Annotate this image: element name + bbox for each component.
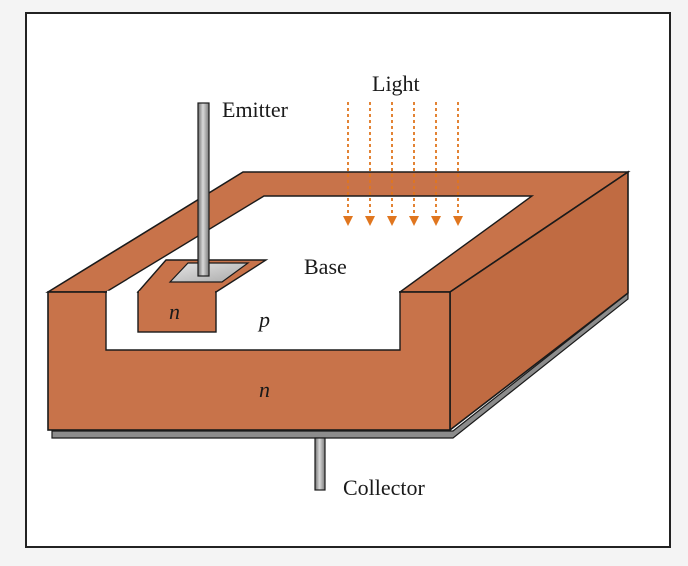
collector-contact-plate xyxy=(51,291,629,439)
collector-label: Collector xyxy=(343,475,426,500)
light-arrowhead-4 xyxy=(409,216,419,226)
emitter-label: Emitter xyxy=(222,97,289,122)
light-arrowhead-3 xyxy=(387,216,397,226)
base-label: Base xyxy=(304,254,347,279)
base-region-label: p xyxy=(257,307,270,332)
light-arrowhead-6 xyxy=(453,216,463,226)
emitter-wire xyxy=(197,102,210,277)
collector-region-label: n xyxy=(259,377,270,402)
emitter-region-label: n xyxy=(169,299,180,324)
light-arrows xyxy=(343,102,463,226)
light-label: Light xyxy=(372,71,420,96)
light-arrowhead-2 xyxy=(365,216,375,226)
light-arrowhead-5 xyxy=(431,216,441,226)
light-arrowhead-1 xyxy=(343,216,353,226)
collector-wire xyxy=(314,437,326,491)
